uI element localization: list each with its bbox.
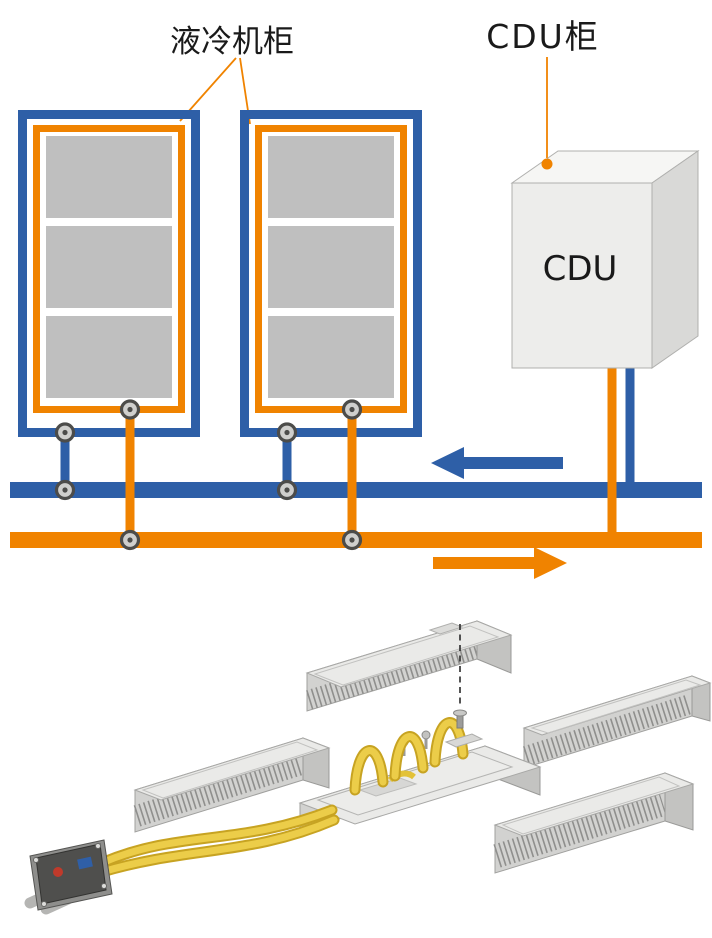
cabinet-supply-loop-pipe <box>240 110 422 437</box>
valve <box>276 479 298 501</box>
open-tray-module <box>298 730 542 832</box>
module-top-seam <box>313 625 500 686</box>
cdu-side-face <box>651 150 699 369</box>
cabinet-supply-loop-pipe <box>18 110 200 437</box>
return-flow-arrow <box>433 547 567 579</box>
valve <box>54 479 76 501</box>
server-block <box>268 316 394 398</box>
cooling-cabinet-label: 液冷机柜 <box>170 24 294 60</box>
valve <box>119 399 141 420</box>
supply-flow-arrow <box>431 447 563 479</box>
valve <box>119 529 141 551</box>
coolant-tube <box>98 816 338 876</box>
screw-head <box>453 709 467 717</box>
valve <box>341 529 363 551</box>
module-top-seam <box>530 679 702 734</box>
valve <box>54 422 76 443</box>
blue-port <box>77 856 93 870</box>
module-connector-bump <box>428 622 464 635</box>
red-port <box>53 867 63 877</box>
valve <box>341 399 363 420</box>
server-block <box>268 226 394 308</box>
coolant-tube-bundle <box>96 804 340 878</box>
server-block <box>46 316 172 398</box>
module-top-face <box>493 772 695 837</box>
valve <box>276 422 298 443</box>
cdu-front-face <box>511 182 653 369</box>
heatsink-fins <box>493 792 667 868</box>
mounting-block <box>444 733 484 748</box>
server-block <box>46 226 172 308</box>
server-block <box>268 136 394 218</box>
cold-plate-module <box>133 737 331 833</box>
assembly-guide <box>444 624 484 748</box>
module-top-face <box>133 737 331 801</box>
standoff-screw <box>421 730 431 740</box>
cold-plate-assembly-illustration <box>24 620 712 915</box>
module-top-seam <box>141 741 319 799</box>
module-top-face <box>522 675 712 736</box>
cdu-cabinet-label: CDU柜 <box>486 17 600 56</box>
connector-screw <box>95 843 101 849</box>
cabinet-return-loop-pipe <box>33 125 185 413</box>
coolant-tube <box>100 806 336 866</box>
connector-screw <box>33 857 39 863</box>
server-block <box>46 136 172 218</box>
cabinet-return-loop-pipe <box>255 125 407 413</box>
cdu-unit-label: CDU <box>543 249 618 289</box>
cold-plate-module <box>493 772 695 874</box>
coolant-tube <box>351 747 387 794</box>
cooling-cabinet-1 <box>18 110 200 541</box>
schematic-top-view: 液冷机柜 CDU柜 <box>10 17 702 579</box>
cooling-cabinet-2 <box>240 110 422 541</box>
module-top-seam <box>501 776 681 835</box>
cold-plate-module <box>305 620 513 712</box>
leader-dot <box>541 158 553 170</box>
cdu-box: CDU <box>510 150 700 369</box>
cold-plate-module <box>522 675 712 769</box>
quick-connector <box>24 839 113 915</box>
connector-screw <box>41 901 47 907</box>
connector-screw <box>101 883 107 889</box>
coolant-tube <box>391 733 427 780</box>
heatsink-fins <box>306 638 480 710</box>
